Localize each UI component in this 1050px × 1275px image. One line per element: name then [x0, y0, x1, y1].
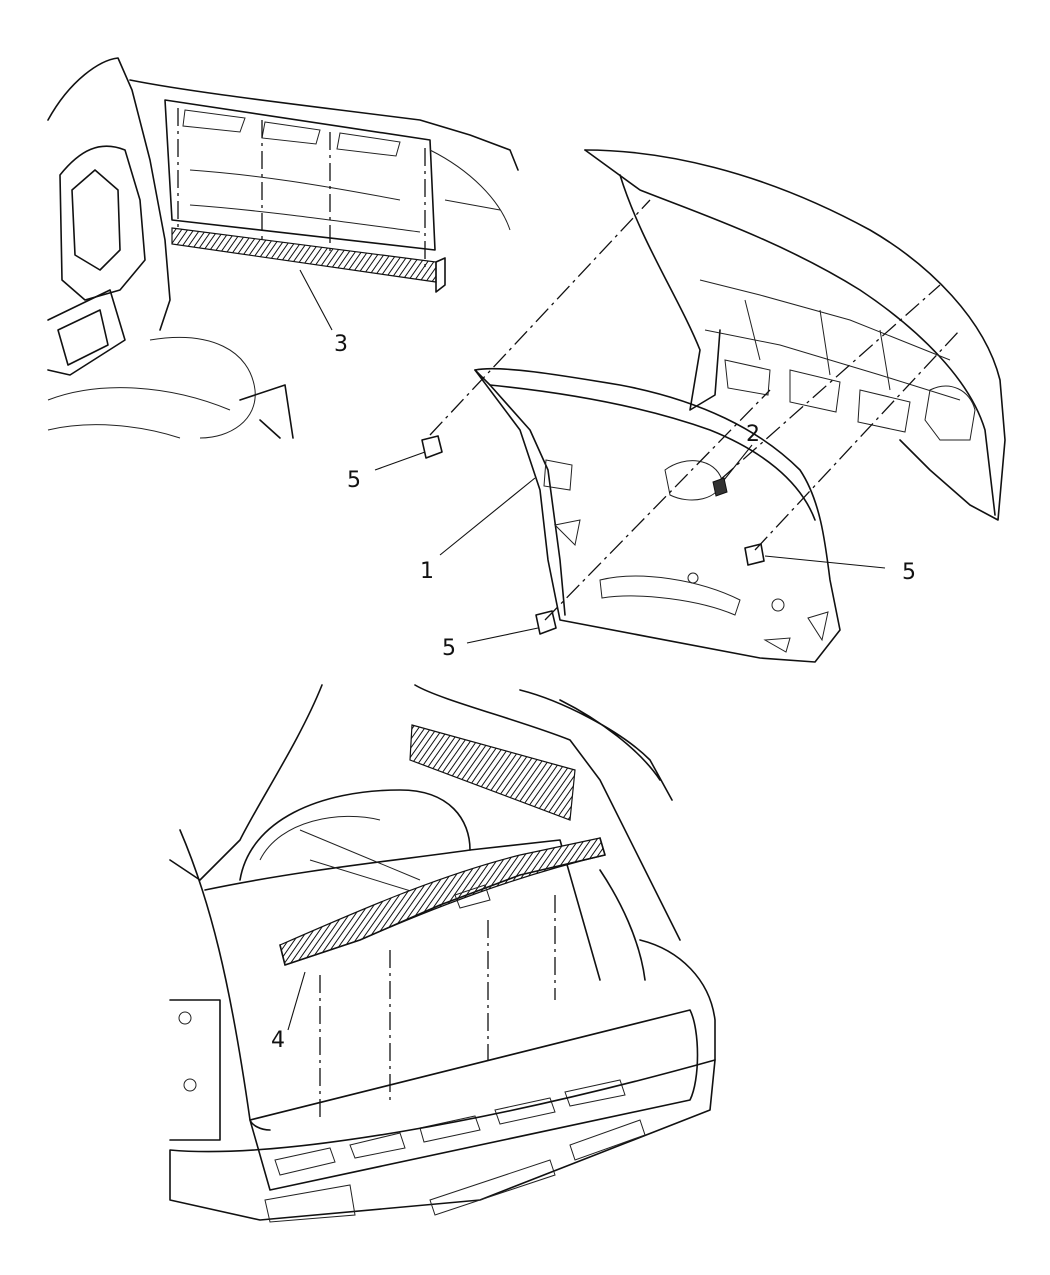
callout-labels: 1 2 3 4 5 5 5 [271, 332, 916, 1053]
callout-2: 2 [746, 422, 760, 447]
callout-4: 4 [271, 1028, 285, 1053]
callout-3: 3 [334, 332, 348, 357]
cargo-area-view [169, 684, 716, 1223]
callout-5-right: 5 [902, 560, 916, 585]
callout-5-bottom: 5 [442, 636, 456, 661]
liftgate-trim-panel-view [374, 149, 1006, 663]
rear-closure-panel-view [47, 57, 519, 439]
callout-1: 1 [420, 559, 434, 584]
callout-5-left: 5 [347, 468, 361, 493]
